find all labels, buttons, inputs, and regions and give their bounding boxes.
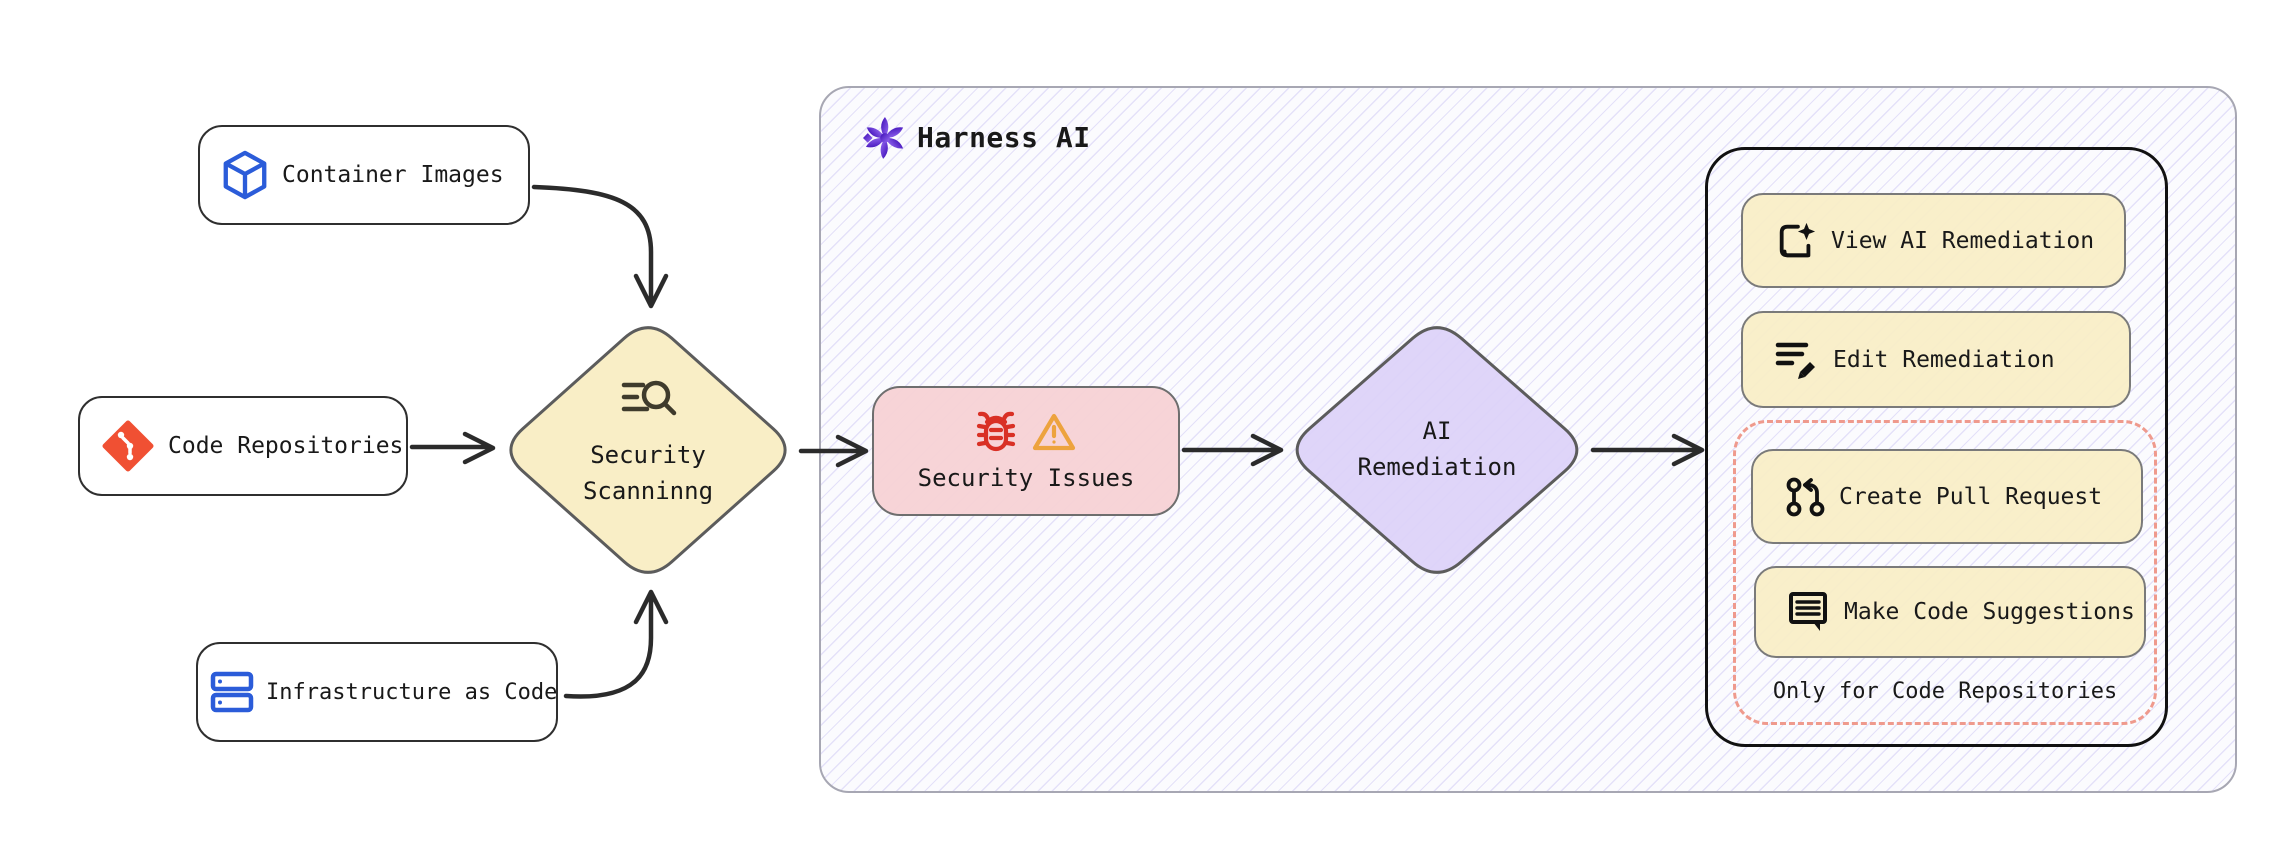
arrow-repos-to-scanning [409, 431, 496, 465]
arrow-iac-to-scanning [563, 589, 669, 699]
make-code-suggestions-button: Make Code Suggestions [1754, 566, 2146, 658]
edit-remediation-icon [1775, 342, 1815, 379]
code-suggestion-icon [1789, 592, 1827, 631]
action-label: Make Code Suggestions [1844, 599, 2135, 625]
server-stack-icon [210, 671, 254, 713]
node-container-images: Container Images [198, 125, 530, 225]
action-label: Edit Remediation [1833, 346, 2055, 373]
node-label: Code Repositories [168, 433, 404, 459]
pull-request-icon [1786, 477, 1825, 516]
code-repo-only-note: Only for Code Repositories [1772, 679, 2118, 704]
view-ai-remediation-icon [1779, 222, 1816, 257]
action-label: View AI Remediation [1831, 227, 2095, 254]
create-pull-request-button: Create Pull Request [1751, 449, 2143, 544]
security-issues-icons [976, 410, 1076, 454]
harness-ai-flower-icon [863, 116, 904, 159]
node-infrastructure-as-code: Infrastructure as Code [196, 642, 558, 742]
arrow-container-to-scanning [531, 184, 669, 309]
action-label: Create Pull Request [1839, 483, 2103, 510]
warning-icon [1032, 413, 1076, 451]
security-issues-label: Security Issues [917, 464, 1135, 492]
git-icon [102, 420, 154, 472]
bug-icon [976, 411, 1016, 452]
package-cube-icon [223, 150, 267, 200]
harness-ai-header: Harness AI [863, 114, 1091, 160]
node-label: Infrastructure as Code [266, 679, 558, 705]
edit-remediation-button: Edit Remediation [1741, 311, 2131, 408]
view-ai-remediation-button: View AI Remediation [1741, 193, 2126, 288]
node-label: Container Images [282, 162, 504, 188]
security-scanning-label: Security Scanninng [582, 441, 714, 505]
node-security-issues: Security Issues [872, 386, 1180, 516]
panel-title: Harness AI [917, 120, 1091, 154]
ai-remediation-label: AI Remediation [1357, 417, 1517, 481]
node-code-repositories: Code Repositories [78, 396, 408, 496]
code-repo-only-group: Create Pull Request Make Code Suggestion… [1733, 420, 2157, 725]
remediation-actions-panel: View AI Remediation Edit Remediation [1705, 147, 2168, 747]
scan-search-icon [621, 380, 677, 416]
